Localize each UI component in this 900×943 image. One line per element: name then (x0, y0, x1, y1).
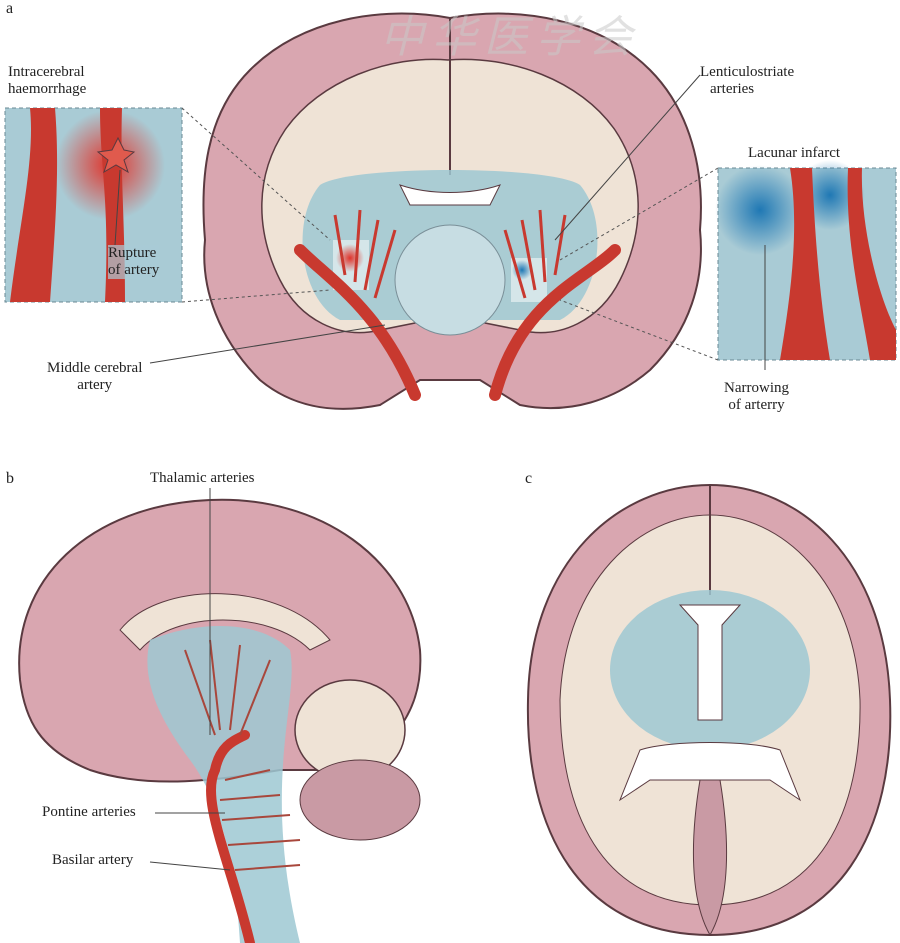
inset-lacunar-infarct (559, 160, 897, 361)
label-intracerebral-haemorrhage: Intracerebral haemorrhage (8, 64, 86, 98)
label-line: arteries (710, 81, 755, 97)
label-lenticulostriate-arteries: Lenticulostriate arteries (700, 64, 794, 98)
panel-label-c: c (525, 470, 533, 487)
label-basilar-artery: Basilar artery (52, 852, 134, 868)
label-line: Rupture (108, 245, 157, 261)
sagittal-brain (18, 488, 422, 943)
watermark: 中华医学会 (380, 12, 640, 63)
label-lacunar-infarct: Lacunar infarct (748, 145, 841, 161)
panel-label-a: a (6, 0, 14, 17)
label-pontine-arteries: Pontine arteries (42, 804, 136, 820)
axial-brain (526, 483, 892, 937)
label-narrowing-of-artery: Narrowing of arterry (724, 380, 789, 414)
label-line: of artery (108, 262, 160, 278)
label-line: Middle cerebral (47, 360, 143, 376)
label-line: haemorrhage (8, 81, 87, 97)
label-line: Intracerebral (8, 64, 85, 80)
coronal-brain (202, 12, 702, 410)
label-middle-cerebral-artery: Middle cerebral artery (47, 360, 142, 394)
label-thalamic-arteries: Thalamic arteries (150, 470, 255, 486)
leader-lines-a (114, 74, 766, 370)
label-line: of arterry (728, 397, 785, 413)
label-line: Lenticulostriate (700, 64, 795, 80)
label-rupture-of-artery: Rupture of artery (108, 245, 160, 279)
panel-label-b: b (6, 470, 14, 487)
label-line: artery (77, 377, 113, 393)
label-line: Narrowing (724, 380, 789, 396)
